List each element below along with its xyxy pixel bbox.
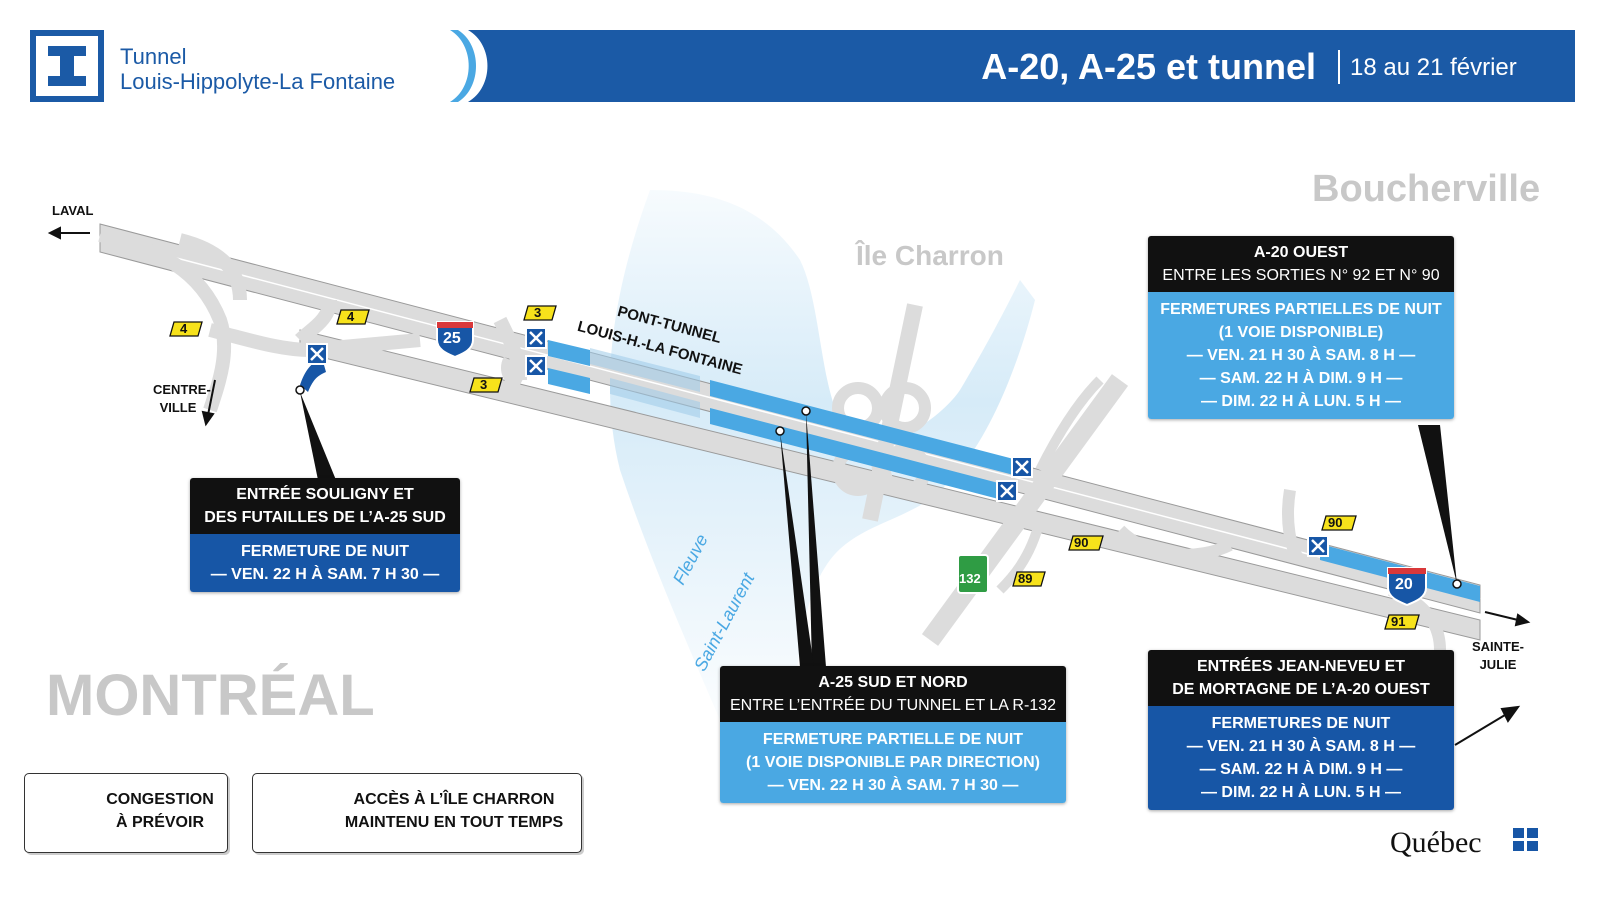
callout-a25-title-2: ENTRE L’ENTRÉE DU TUNNEL ET LA R-132 <box>729 697 1057 714</box>
dir-centre-ville: CENTRE- VILLE <box>153 381 211 417</box>
callout-a20-title-2: ENTRE LES SORTIES N° 92 ET N° 90 <box>1162 267 1440 284</box>
callout-a20-body-2: (1 VOIE DISPONIBLE) <box>1218 324 1384 341</box>
callout-a25-body-2: (1 VOIE DISPONIBLE PAR DIRECTION) <box>746 754 1040 771</box>
callout-a25-title-1: A-25 SUD ET NORD <box>818 674 968 691</box>
callout-jn-body: FERMETURES DE NUIT — VEN. 21 H 30 À SAM.… <box>1148 706 1454 810</box>
river-shape <box>610 190 1035 720</box>
dir-centre-ville-1: CENTRE- <box>153 382 211 397</box>
exit-3-bottom: 3 <box>480 377 488 392</box>
header-swoosh <box>450 30 490 102</box>
callout-jn-body-4: — DIM. 22 H À LUN. 5 H — <box>1200 784 1402 801</box>
route-132 <box>921 374 1129 646</box>
legend-congestion: CONGESTION À PRÉVOIR <box>24 773 228 853</box>
legend-congestion-2: À PRÉVOIR <box>115 814 204 831</box>
tunnel-section <box>590 348 700 418</box>
exit-tags <box>169 305 1420 630</box>
callout-jn-header: ENTRÉES JEAN-NEVEU ET DE MORTAGNE DE L’A… <box>1148 650 1454 706</box>
shield-r132-number: 132 <box>959 571 981 586</box>
dir-laval: LAVAL <box>52 203 94 218</box>
callout-souligny-header: ENTRÉE SOULIGNY ET DES FUTAILLES DE L’A-… <box>190 478 460 534</box>
dir-sainte-julie-1: SAINTE- <box>1472 639 1524 654</box>
shield-a20-number: 20 <box>1395 576 1413 593</box>
exit-3-top: 3 <box>534 305 542 320</box>
dir-centre-ville-2: VILLE <box>159 400 197 415</box>
page-date: 18 au 21 février <box>1350 54 1517 81</box>
callout-a20-header: A-20 OUEST ENTRE LES SORTIES N° 92 ET N°… <box>1148 236 1454 292</box>
header-bar <box>490 30 1575 102</box>
callout-a20-body-5: — DIM. 22 H À LUN. 5 H — <box>1200 393 1402 410</box>
legend-access: ACCÈS À L’ÎLE CHARRON MAINTENU EN TOUT T… <box>252 773 582 853</box>
callout-souligny-body-2: — VEN. 22 H À SAM. 7 H 30 — <box>210 566 440 583</box>
callout-jean-neveu: ENTRÉES JEAN-NEVEU ET DE MORTAGNE DE L’A… <box>1148 650 1454 810</box>
shield-a25-icon <box>436 321 474 359</box>
callout-jn-body-3: — SAM. 22 H À DIM. 9 H — <box>1199 761 1403 778</box>
shield-a20-icon <box>1387 567 1427 607</box>
callout-a25: A-25 SUD ET NORD ENTRE L’ENTRÉE DU TUNNE… <box>720 666 1066 803</box>
logo-line1: Tunnel <box>120 44 187 69</box>
callout-a25-body-1: FERMETURE PARTIELLE DE NUIT <box>762 731 1024 748</box>
ile-charron-interchange <box>832 303 931 522</box>
callout-a20-body-4: — SAM. 22 H À DIM. 9 H — <box>1199 370 1403 387</box>
callout-a20-title-1: A-20 OUEST <box>1253 244 1349 261</box>
quebec-flag-icon <box>1513 828 1538 851</box>
callout-a20-ouest: A-20 OUEST ENTRE LES SORTIES N° 92 ET N°… <box>1148 236 1454 419</box>
logo-line2: Louis-Hippolyte-La Fontaine <box>120 69 396 94</box>
callout-jn-body-2: — VEN. 21 H 30 À SAM. 8 H — <box>1186 738 1416 755</box>
header-divider <box>1338 50 1340 84</box>
dir-sainte-julie: SAINTE- JULIE <box>1470 638 1526 674</box>
closure-souligny-ramp <box>300 358 326 392</box>
exit-91: 91 <box>1391 614 1406 629</box>
exit-4-left: 4 <box>180 321 188 336</box>
callout-souligny-body-1: FERMETURE DE NUIT <box>241 543 409 560</box>
exit-90-south: 90 <box>1074 535 1089 550</box>
tunnel-logo-icon <box>30 30 104 102</box>
callout-souligny-body: FERMETURE DE NUIT — VEN. 22 H À SAM. 7 H… <box>190 534 460 592</box>
quebec-wordmark: Québec <box>1390 826 1482 859</box>
dir-sainte-julie-2: JULIE <box>1479 657 1517 672</box>
legend-access-text: ACCÈS À L’ÎLE CHARRON MAINTENU EN TOUT T… <box>329 788 579 834</box>
place-montreal: MONTRÉAL <box>46 663 375 728</box>
logo-title: Tunnel Louis-Hippolyte-La Fontaine <box>120 44 395 94</box>
callout-souligny-title-1: ENTRÉE SOULIGNY ET <box>236 486 414 503</box>
legend-congestion-text: CONGESTION À PRÉVOIR <box>95 788 225 834</box>
closure-markers <box>306 327 1329 557</box>
shield-a25-number: 25 <box>443 330 461 347</box>
callout-a20-body: FERMETURES PARTIELLES DE NUIT (1 VOIE DI… <box>1148 292 1454 419</box>
callout-jn-body-1: FERMETURES DE NUIT <box>1211 715 1391 732</box>
callout-souligny-title-2: DES FUTAILLES DE L’A-25 SUD <box>204 509 446 526</box>
exit-90-north: 90 <box>1328 515 1343 530</box>
place-ile-charron: Île Charron <box>856 240 1004 271</box>
exit-89: 89 <box>1018 571 1033 586</box>
callout-pointers <box>300 392 1457 667</box>
direction-arrows <box>47 226 1531 746</box>
page-title: A-20, A-25 et tunnel <box>981 46 1316 87</box>
callout-a20-body-3: — VEN. 21 H 30 À SAM. 8 H — <box>1186 347 1416 364</box>
shield-r132-icon <box>957 554 989 594</box>
callout-jn-title-1: ENTRÉES JEAN-NEVEU ET <box>1196 658 1406 675</box>
exit-4-mid: 4 <box>347 309 355 324</box>
callout-a25-header: A-25 SUD ET NORD ENTRE L’ENTRÉE DU TUNNE… <box>720 666 1066 722</box>
place-boucherville: Boucherville <box>1312 168 1541 210</box>
callout-a20-body-1: FERMETURES PARTIELLES DE NUIT <box>1160 301 1442 318</box>
callout-a25-body-3: — VEN. 22 H 30 À SAM. 7 H 30 — <box>767 777 1019 794</box>
callout-jn-title-2: DE MORTAGNE DE L’A-20 OUEST <box>1172 681 1430 698</box>
closure-a25 <box>548 340 1025 502</box>
callout-a25-body: FERMETURE PARTIELLE DE NUIT (1 VOIE DISP… <box>720 722 1066 803</box>
legend-congestion-1: CONGESTION <box>106 791 214 808</box>
legend-access-2: MAINTENU EN TOUT TEMPS <box>344 814 564 831</box>
callout-souligny: ENTRÉE SOULIGNY ET DES FUTAILLES DE L’A-… <box>190 478 460 592</box>
legend-access-1: ACCÈS À L’ÎLE CHARRON <box>353 791 555 808</box>
